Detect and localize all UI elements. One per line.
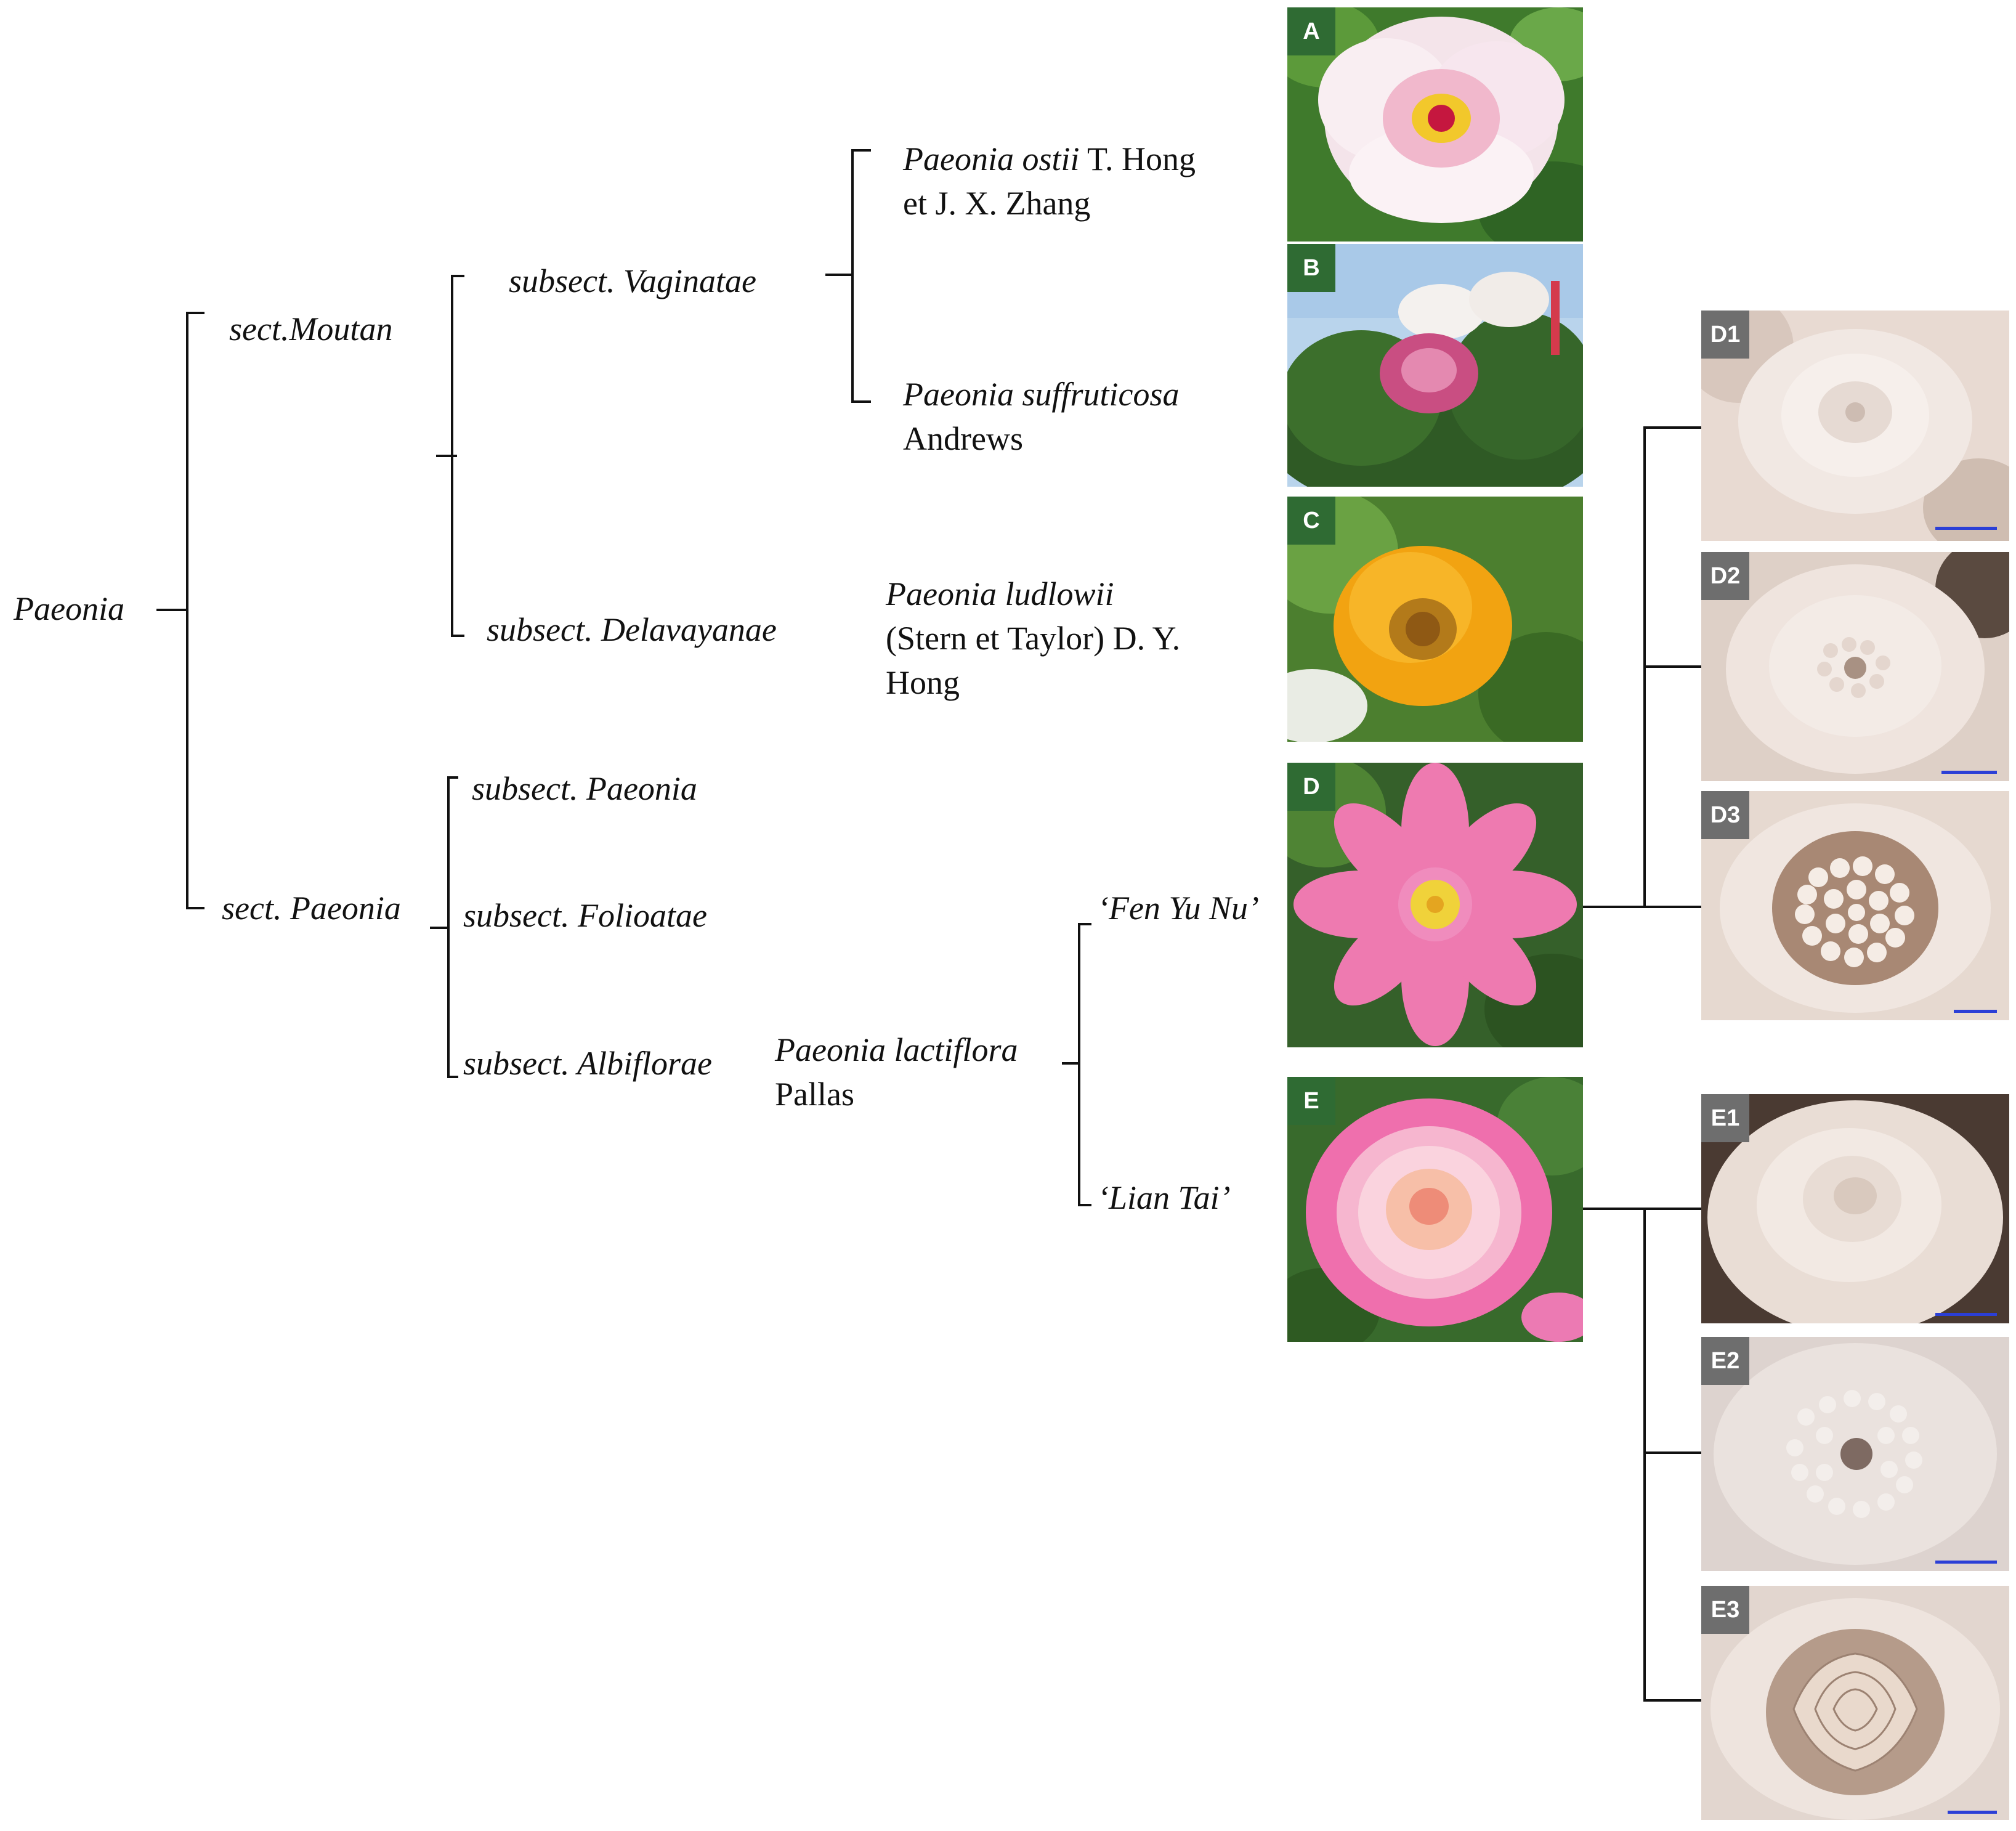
photo-tag: E1 xyxy=(1701,1094,1749,1142)
cultivar-fen-yu-nu: ‘Fen Yu Nu’ xyxy=(1098,890,1260,927)
species-lactiflora-line2: Pallas xyxy=(775,1076,854,1113)
subsection-prefix: subsect. xyxy=(509,262,623,299)
subsection-name: Folioatae xyxy=(577,897,707,934)
photo-d3: D3 xyxy=(1701,791,2009,1020)
floral-bud-detail-image xyxy=(1701,311,2009,541)
species-ludlowii-line3: Hong xyxy=(886,664,960,701)
species-ludlowii-line2: (Stern et Taylor) D. Y. xyxy=(886,620,1181,657)
floral-bud-detail-image xyxy=(1701,1586,2009,1820)
species-author: T. Hong xyxy=(1079,140,1196,177)
subsection-label-albiflorae: subsect. Albiflorae xyxy=(463,1041,712,1086)
species-ostii-line1: Paeonia ostii T. Hong xyxy=(903,137,1196,181)
species-suffruticosa-line2: Andrews xyxy=(903,420,1023,457)
scale-bar xyxy=(1954,1010,1997,1013)
photo-b: B xyxy=(1287,244,1583,487)
floral-bud-detail-image xyxy=(1701,552,2009,781)
scale-bar xyxy=(1935,527,1997,530)
subsection-name: Delavayanae xyxy=(601,611,777,648)
subsection-prefix: subsect. xyxy=(472,770,586,807)
scale-bar xyxy=(1941,771,1997,774)
moutan-bracket xyxy=(451,275,464,637)
scale-bar xyxy=(1935,1313,1997,1316)
peony-suffruticosa-image xyxy=(1287,244,1583,487)
photo-tag: A xyxy=(1287,7,1335,55)
floral-bud-detail-image xyxy=(1701,1337,2009,1571)
photo-tag: D1 xyxy=(1701,311,1749,359)
e-detail-bracket xyxy=(1643,1208,1705,1702)
d-detail-top xyxy=(1643,426,1705,908)
subsection-prefix: subsect. xyxy=(463,897,578,934)
photo-tag: B xyxy=(1287,244,1335,292)
peony-ostii-image xyxy=(1287,7,1583,242)
photo-e: E xyxy=(1287,1077,1583,1342)
photo-tag: E3 xyxy=(1701,1586,1749,1634)
photo-tag: E2 xyxy=(1701,1337,1749,1385)
floral-bud-detail-image xyxy=(1701,791,2009,1020)
photo-tag: E xyxy=(1287,1077,1335,1125)
root-bracket xyxy=(186,312,204,909)
sect-paeonia-bracket xyxy=(447,776,458,1078)
photo-tag: D3 xyxy=(1701,791,1749,839)
species-ludlowii-line1: Paeonia ludlowii xyxy=(886,575,1114,612)
species-name: Paeonia ostii xyxy=(903,140,1080,177)
subsection-name: Paeonia xyxy=(586,770,697,807)
photo-d1: D1 xyxy=(1701,311,2009,541)
photo-a: A xyxy=(1287,7,1583,242)
subsection-prefix: subsect. xyxy=(487,611,601,648)
species-lactiflora-line1: Paeonia lactiflora xyxy=(775,1031,1018,1068)
photo-d: D xyxy=(1287,763,1583,1047)
subsection-label-delavayanae: subsect. Delavayanae xyxy=(487,607,777,652)
subsection-label-paeonia: subsect. Paeonia xyxy=(472,766,697,811)
section-label-moutan: sect.Moutan xyxy=(229,311,393,347)
photo-tag: C xyxy=(1287,497,1335,545)
species-suffruticosa-line1: Paeonia suffruticosa xyxy=(903,376,1180,413)
species-ostii-line2: et J. X. Zhang xyxy=(903,185,1091,222)
photo-c: C xyxy=(1287,497,1583,742)
photo-e3: E3 xyxy=(1701,1586,2009,1820)
peony-lian-tai-image xyxy=(1287,1077,1583,1342)
scale-bar xyxy=(1935,1561,1997,1564)
vaginatae-bracket xyxy=(851,149,871,403)
photo-tag: D2 xyxy=(1701,552,1749,600)
subsection-prefix: subsect. xyxy=(463,1045,577,1082)
photo-e1: E1 xyxy=(1701,1094,2009,1323)
subsection-name: Albiflorae xyxy=(577,1045,712,1082)
photo-e2: E2 xyxy=(1701,1337,2009,1571)
scale-bar xyxy=(1948,1811,1997,1814)
peony-fen-yu-nu-image xyxy=(1287,763,1583,1047)
section-label-paeonia: sect. Paeonia xyxy=(222,890,401,927)
floral-bud-detail-image xyxy=(1701,1094,2009,1323)
peony-ludlowii-image xyxy=(1287,497,1583,742)
root-label: Paeonia xyxy=(14,590,124,627)
subsection-label-vaginatae: subsect. Vaginatae xyxy=(509,259,756,303)
lactiflora-bracket xyxy=(1078,923,1091,1206)
subsection-name: Vaginatae xyxy=(623,262,756,299)
photo-d2: D2 xyxy=(1701,552,2009,781)
subsection-label-folioatae: subsect. Folioatae xyxy=(463,893,707,938)
cultivar-lian-tai: ‘Lian Tai’ xyxy=(1098,1179,1231,1216)
photo-tag: D xyxy=(1287,763,1335,811)
